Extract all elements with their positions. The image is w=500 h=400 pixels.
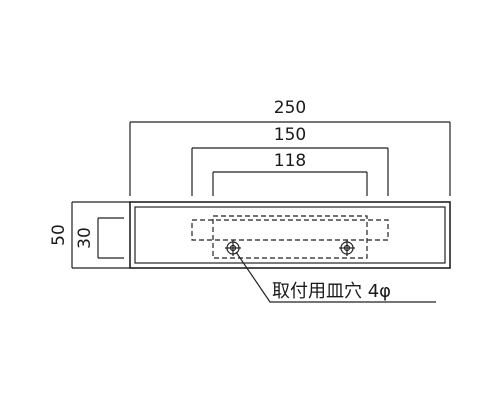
plate-outline: [129, 201, 451, 269]
dimension-50: 50: [49, 201, 130, 269]
dimension-150: 150: [191, 125, 389, 196]
dimension-30-label: 30: [75, 227, 95, 249]
dimension-118: 118: [212, 151, 368, 196]
hidden-handle: [191, 215, 389, 259]
dimension-118-label: 118: [274, 151, 306, 171]
countersunk-hole-right: [339, 240, 355, 256]
dimension-150-label: 150: [274, 125, 306, 145]
dimension-30: 30: [75, 217, 124, 259]
dimension-250: 250: [129, 98, 451, 196]
dimension-50-label: 50: [49, 224, 69, 246]
dimension-250-label: 250: [274, 98, 306, 118]
mounting-hole-note: 取付用皿穴 4φ: [235, 251, 436, 303]
mounting-hole-note-label: 取付用皿穴 4φ: [272, 281, 391, 302]
countersunk-hole-left: [225, 240, 241, 256]
